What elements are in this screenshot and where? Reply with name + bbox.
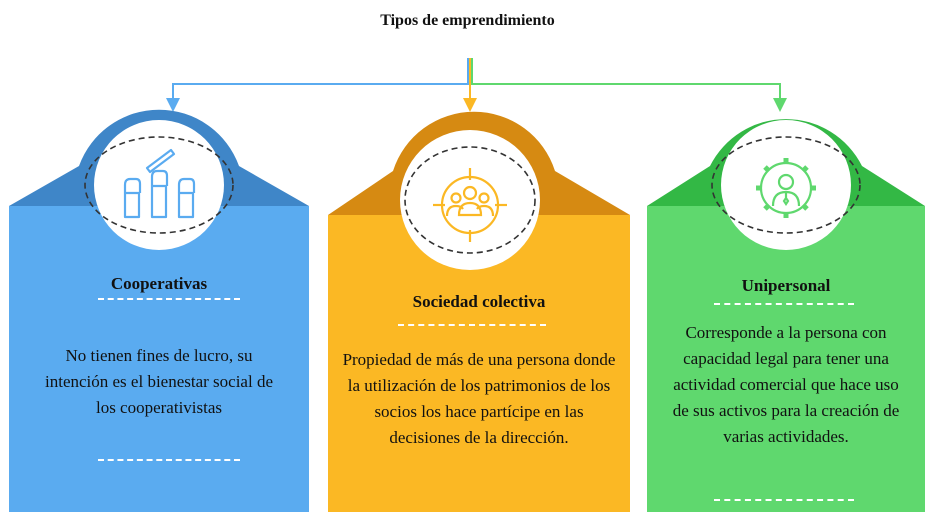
card-sociedad-colectiva <box>328 111 630 512</box>
card-unipersonal <box>647 119 925 512</box>
card-title-unipersonal: Unipersonal <box>741 276 831 295</box>
title-divider <box>398 324 546 326</box>
bottom-divider <box>98 459 240 461</box>
card-description-unipersonal: Corresponde a la persona con capacidad l… <box>672 323 900 446</box>
group-target-icon <box>433 168 507 242</box>
card-title-sociedad-colectiva: Sociedad colectiva <box>412 292 546 311</box>
connectors <box>166 58 787 112</box>
title-divider <box>714 303 854 305</box>
arrow-blue <box>166 98 180 112</box>
card-title-cooperativas: Cooperativas <box>110 274 208 293</box>
connector-green <box>471 58 781 105</box>
title-divider <box>98 298 240 300</box>
arrow-yellow <box>463 98 477 112</box>
person-gear-icon <box>756 158 816 218</box>
icon-dashed-ring <box>84 136 234 234</box>
card-cooperativas <box>9 109 309 512</box>
icon-dashed-ring <box>404 146 536 254</box>
card-body <box>647 206 925 512</box>
icon-circle <box>721 120 851 250</box>
bottom-divider <box>714 499 854 501</box>
connector-blue <box>172 58 469 105</box>
card-description-sociedad-colectiva: Propiedad de más de una persona donde la… <box>342 350 616 447</box>
arrow-green <box>773 98 787 112</box>
card-body <box>9 206 309 512</box>
card-description-cooperativas: No tienen fines de lucro, su intención e… <box>45 346 273 417</box>
icon-dashed-ring <box>711 136 861 234</box>
raised-fists-icon <box>123 148 196 219</box>
diagram-title: Tipos de emprendimiento <box>380 12 555 29</box>
